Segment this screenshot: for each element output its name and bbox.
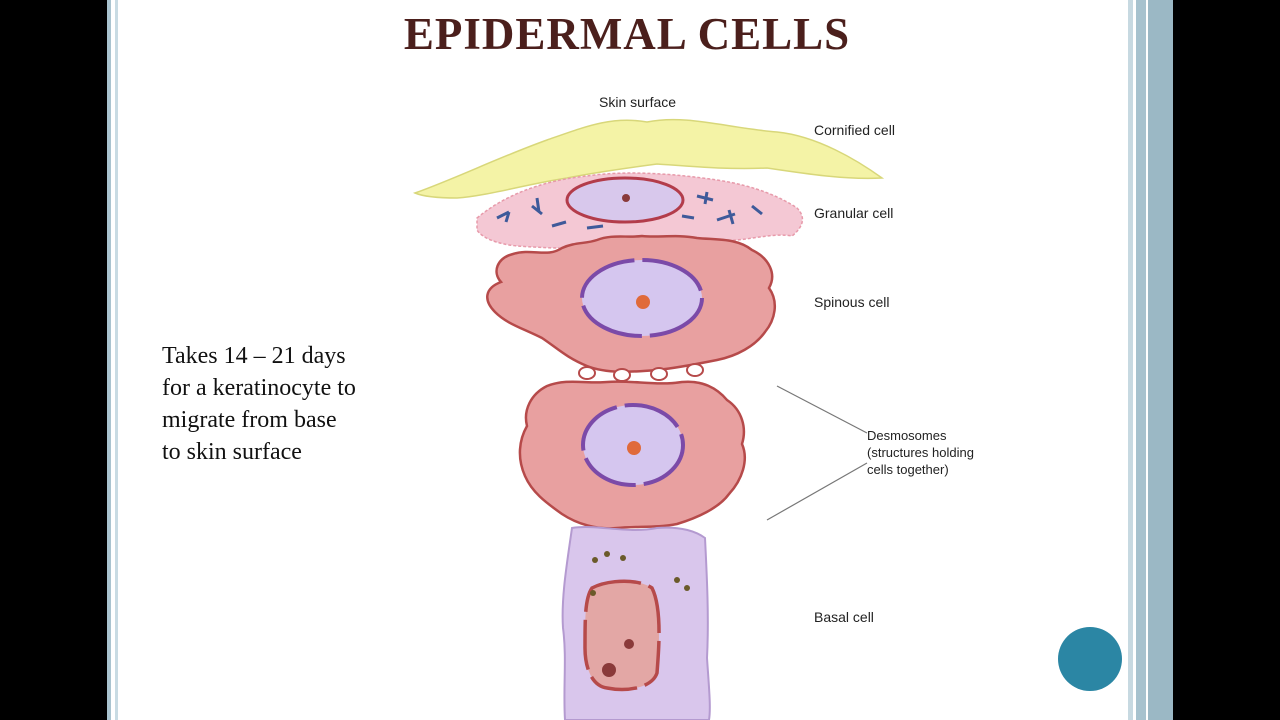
desmosome-leader-lines [766,385,868,521]
epidermis-diagram: Skin surface Cornified cell Granular cel… [397,88,974,720]
label-desmosomes-note: (structures holding [867,445,974,460]
label-cornified-cell: Cornified cell [814,122,895,138]
slide-title: EPIDERMAL CELLS [403,9,851,59]
body-line: migrate from base [162,407,337,433]
right-border-stripe-wide [1148,0,1173,720]
letterbox-right [1173,0,1280,720]
slide-body-text: Takes 14 – 21 days for a keratinocyte to… [162,340,432,468]
melanin-granules [590,551,690,596]
label-desmosomes: Desmosomes [867,428,947,443]
label-spinous-cell: Spinous cell [814,294,890,310]
cornified-cell-shape [412,118,885,199]
label-desmosomes-note-2: cells together) [867,462,949,477]
slide: EPIDERMAL CELLS Takes 14 – 21 days for a… [107,0,1173,720]
right-border-stripe-thin [1128,0,1133,720]
body-line: Takes 14 – 21 days [162,343,346,369]
body-line: for a keratinocyte to [162,375,356,401]
label-skin-surface: Skin surface [599,94,677,110]
keratohyalin-granules [496,191,763,230]
body-line: to skin surface [162,439,302,465]
right-border [1128,0,1173,720]
label-granular-cell: Granular cell [814,205,894,221]
circle-nav-icon[interactable] [1058,627,1122,691]
letterbox-left [0,0,107,720]
right-border-stripe-mid [1136,0,1146,720]
left-border-stripe [107,0,111,720]
epidermis-illustration [412,118,885,720]
label-basal-cell: Basal cell [814,609,874,625]
basal-nucleus [583,579,661,692]
left-border-stripe-inner [115,0,118,720]
